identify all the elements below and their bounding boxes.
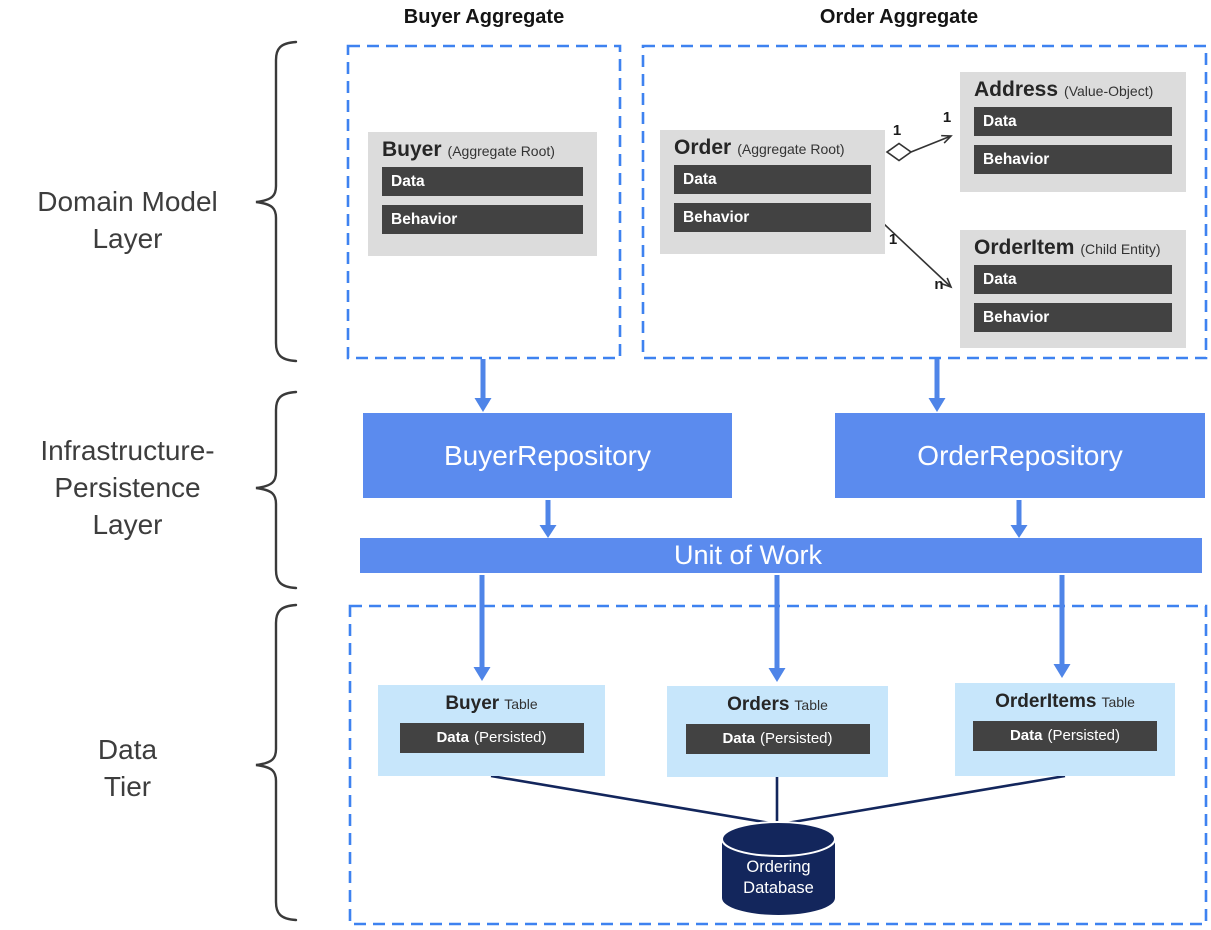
order-repository-box: OrderRepository [835, 413, 1205, 498]
orderitems-table-data-bar: Data(Persisted) [973, 721, 1157, 751]
entity-name: Address [974, 78, 1059, 101]
table-name: Buyer [445, 693, 500, 714]
bar-note: (Persisted) [1047, 727, 1121, 744]
order-address-target-cardinality: 1 [943, 109, 951, 126]
data-tier-label: Data Tier [10, 731, 245, 805]
entity-stereotype: (Value-Object) [1064, 83, 1154, 99]
entity-name: Buyer [382, 138, 442, 161]
domain-layer-brace [255, 40, 298, 363]
entity-order-title: Order (Aggregate Root) [674, 136, 871, 162]
entity-orderitem: OrderItem (Child Entity) Data Behavior [960, 230, 1186, 348]
arrow-buyer-repository-to-unit-of-work [539, 500, 557, 538]
entity-orderitem-title: OrderItem (Child Entity) [974, 236, 1172, 262]
layer-label-line: Layer [92, 509, 163, 540]
entity-name: OrderItem [974, 236, 1075, 259]
entity-order-data-bar: Data [674, 165, 871, 194]
order-to-orderitem-relation-line [883, 223, 953, 289]
entity-order-behavior-bar: Behavior [674, 203, 871, 232]
entity-name: Order [674, 136, 732, 159]
order-to-address-relation-line [910, 134, 953, 153]
buyer-table-data-bar: Data(Persisted) [399, 723, 584, 753]
database-name-line1: Ordering [746, 858, 810, 876]
order-aggregate-heading: Order Aggregate [819, 6, 979, 28]
data-tier-brace [255, 603, 298, 922]
entity-order: Order (Aggregate Root) Data Behavior [660, 130, 885, 254]
layer-label-line: Persistence [54, 472, 201, 503]
bar-label: Data [1009, 727, 1043, 744]
entity-orderitem-data-bar: Data [974, 265, 1172, 294]
arrow-buyer-aggregate-to-buyer-repository [474, 359, 492, 412]
database-cylinder-icon: Ordering Database [721, 821, 836, 915]
orders-table-title: Orders Table [667, 694, 888, 720]
entity-buyer-data-bar: Data [382, 167, 583, 196]
buyer-aggregate-boundary [346, 44, 622, 360]
arrow-order-aggregate-to-order-repository [928, 359, 946, 412]
domain-model-layer-label: Domain Model Layer [10, 183, 245, 257]
bar-note: (Persisted) [759, 730, 833, 747]
order-orderitem-source-cardinality: 1 [889, 231, 897, 248]
arrow-unit-of-work-to-orders-table [768, 575, 786, 682]
entity-buyer: Buyer (Aggregate Root) Data Behavior [368, 132, 597, 256]
unit-of-work-label: Unit of Work [673, 540, 823, 570]
database-name-line2: Database [743, 879, 814, 897]
order-orderitem-target-cardinality: n [934, 276, 943, 293]
buyer-repository-box: BuyerRepository [363, 413, 732, 498]
entity-stereotype: (Aggregate Root) [447, 143, 555, 159]
arrow-order-repository-to-unit-of-work [1010, 500, 1028, 538]
layer-label-line: Layer [92, 223, 163, 254]
orderitems-table-to-database-line [780, 774, 1066, 826]
entity-buyer-title: Buyer (Aggregate Root) [382, 138, 583, 164]
table-to-database-lines [490, 774, 1066, 826]
orders-table-data-bar: Data(Persisted) [685, 724, 870, 754]
buyer-table-title: Buyer Table [378, 693, 605, 719]
order-address-source-cardinality: 1 [893, 122, 901, 139]
arrow-unit-of-work-to-orderitems-table [1053, 575, 1071, 678]
entity-orderitem-behavior-bar: Behavior [974, 303, 1172, 332]
entity-stereotype: (Child Entity) [1080, 241, 1161, 257]
infrastructure-layer-brace [255, 390, 298, 590]
layer-label-line: Domain Model [37, 186, 218, 217]
entity-address-data-bar: Data [974, 107, 1172, 136]
table-suffix: Table [794, 697, 828, 713]
infrastructure-persistence-layer-label: Infrastructure- Persistence Layer [10, 432, 245, 543]
entity-address-title: Address (Value-Object) [974, 78, 1172, 104]
buyer-table-to-database-line [490, 774, 777, 826]
bar-label: Data [436, 729, 469, 746]
aggregation-diamond-icon [885, 142, 913, 162]
entity-buyer-behavior-bar: Behavior [382, 205, 583, 234]
flow-arrows [473, 359, 1071, 682]
table-suffix: Table [504, 696, 538, 712]
layer-label-line: Tier [103, 771, 152, 802]
table-name: Orders [727, 694, 790, 715]
entity-address-behavior-bar: Behavior [974, 145, 1172, 174]
buyer-aggregate-heading: Buyer Aggregate [403, 6, 565, 28]
layer-label-line: Data [97, 734, 158, 765]
entity-address: Address (Value-Object) Data Behavior [960, 72, 1186, 192]
bar-note: (Persisted) [473, 729, 547, 746]
unit-of-work-bar: Unit of Work [360, 538, 1202, 573]
entity-stereotype: (Aggregate Root) [737, 141, 845, 157]
table-name: OrderItems [995, 691, 1097, 712]
arrow-unit-of-work-to-buyer-table [473, 575, 491, 681]
orderitems-table: OrderItems Table Data(Persisted) [955, 683, 1175, 776]
buyer-table: Buyer Table Data(Persisted) [378, 685, 605, 776]
orderitems-table-title: OrderItems Table [955, 691, 1175, 717]
layer-label-line: Infrastructure- [40, 435, 215, 466]
table-suffix: Table [1101, 694, 1135, 710]
bar-label: Data [722, 730, 755, 747]
orders-table: Orders Table Data(Persisted) [667, 686, 888, 777]
